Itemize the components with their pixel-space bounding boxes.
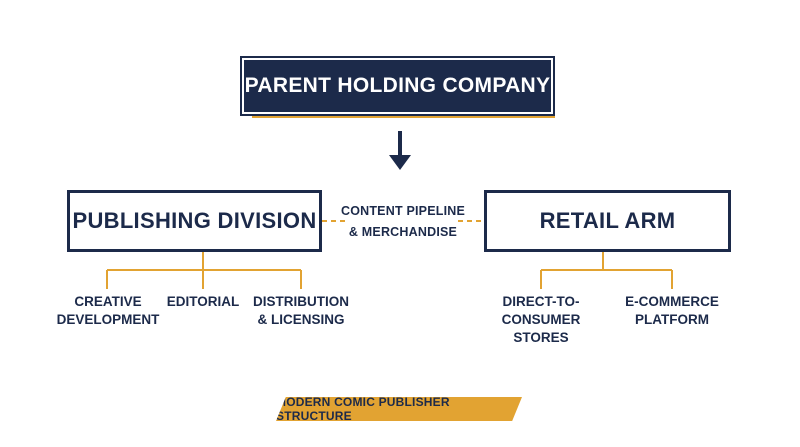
retail-arm-label: RETAIL ARM [539,208,676,233]
retail-tree-lines [540,252,673,289]
retail-arm-box: RETAIL ARM [484,190,731,252]
editorial-unit: EDITORIAL [166,294,240,309]
pipeline-line-2: & MERCHANDISE [348,225,458,239]
publishing-tree-lines [106,252,302,289]
footer-label: MODERN COMIC PUBLISHER STRUCTURE [276,395,450,423]
publishing-division-box: PUBLISHING DIVISION [67,190,322,252]
content-pipeline-label: CONTENT PIPELINE & MERCHANDISE [330,201,476,243]
down-arrow-head [389,155,411,170]
direct-to-consumer-stores-unit: DIRECT-TO- CONSUMER STORES [501,294,581,345]
pipeline-line-1: CONTENT PIPELINE [340,204,466,218]
creative-development-unit: CREATIVE DEVELOPMENT [56,294,160,327]
publishing-division-label: PUBLISHING DIVISION [72,208,317,233]
footer-banner: MODERN COMIC PUBLISHER STRUCTURE [276,397,522,421]
e-commerce-platform-unit: E-COMMERCE PLATFORM [625,294,719,327]
distribution-licensing-unit: DISTRIBUTION & LICENSING [253,294,349,327]
parent-label: PARENT HOLDING COMPANY [244,74,551,97]
parent-holding-company-box: PARENT HOLDING COMPANY [240,56,555,116]
